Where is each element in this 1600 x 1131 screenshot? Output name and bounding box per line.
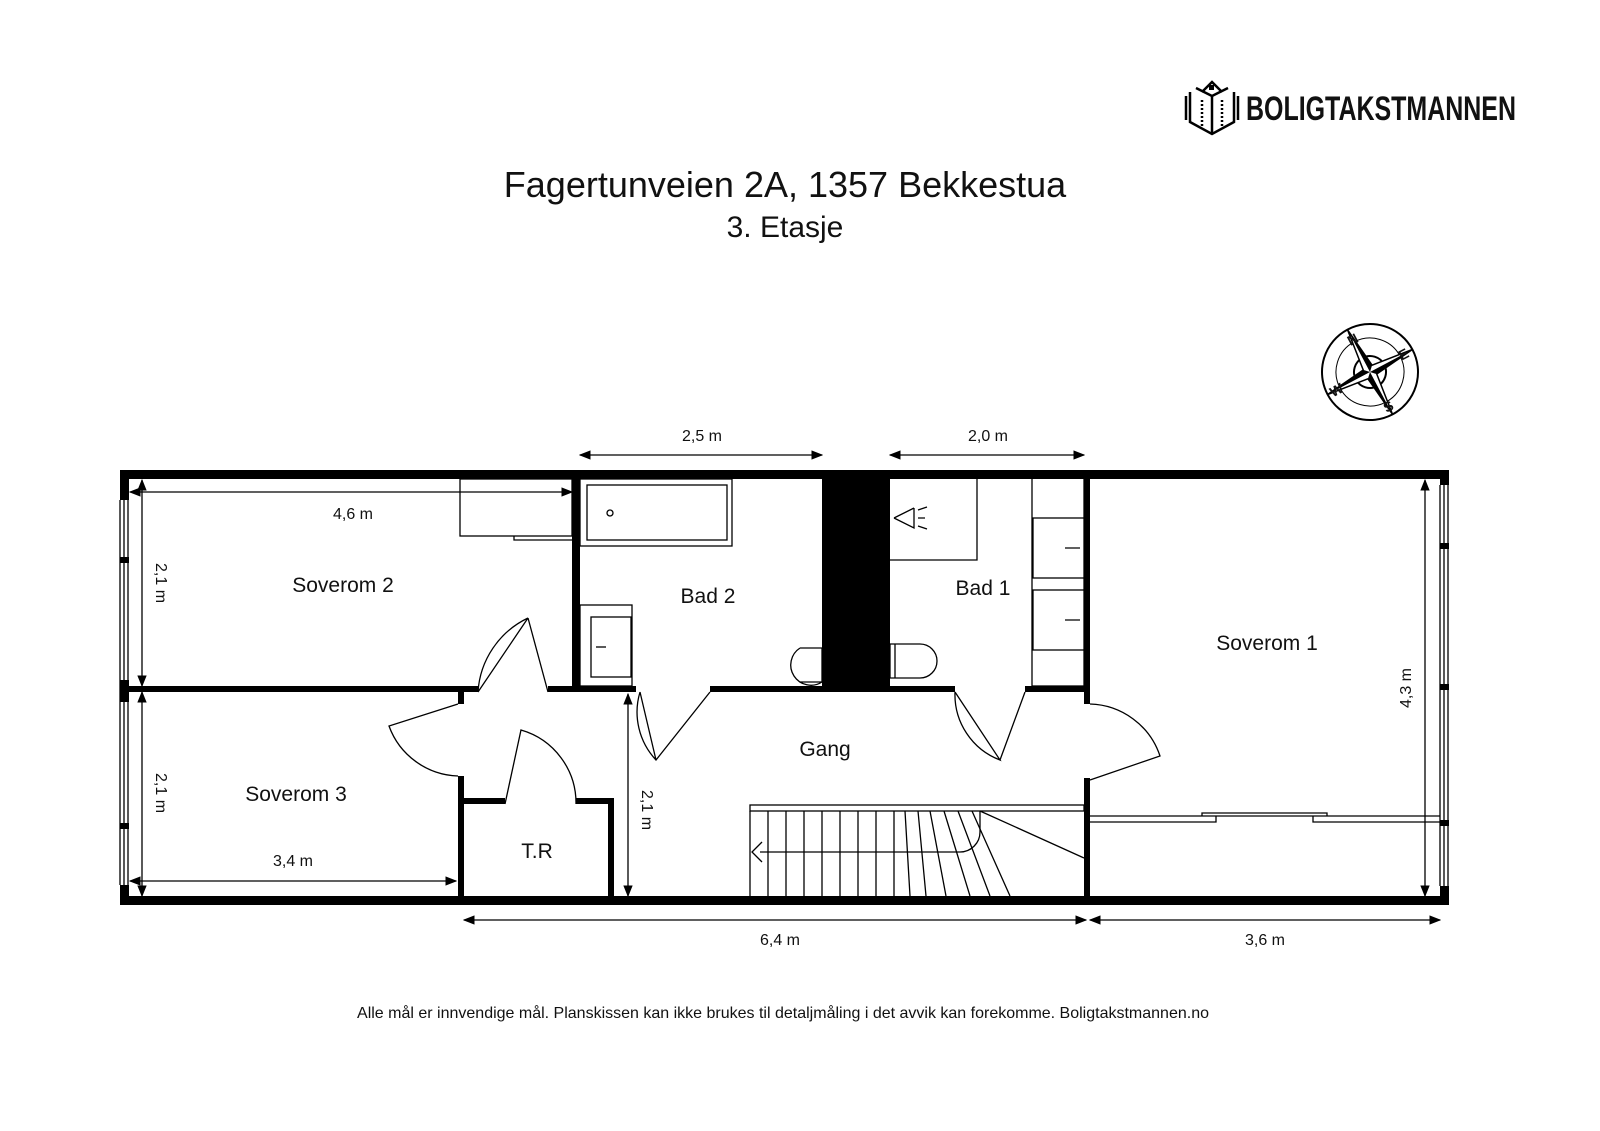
dimension-soverom1-depth: 4,3 m (1398, 668, 1415, 708)
compass-east-label: E (1396, 345, 1412, 364)
room-label-soverom-2: Soverom 2 (292, 574, 394, 597)
dimension-soverom3-width: 3,4 m (273, 853, 313, 870)
dimension-bottom-right: 3,6 m (1245, 932, 1285, 949)
staircase (749, 804, 1085, 897)
dimension-lines (128, 450, 1442, 925)
room-label-bad-1: Bad 1 (956, 577, 1011, 600)
footer-disclaimer: Alle mål er innvendige mål. Planskissen … (357, 1004, 1209, 1022)
interior-walls (129, 478, 1090, 898)
room-label-gang: Gang (799, 738, 850, 761)
room-label-soverom-1: Soverom 1 (1216, 632, 1318, 655)
logo-text: BOLIGTAKSTMANNEN (1246, 90, 1516, 128)
dimension-gang-depth: 2,1 m (638, 790, 655, 830)
doors (388, 617, 1161, 805)
room-label-tr: T.R (521, 840, 553, 863)
dimension-bottom-left: 6,4 m (760, 932, 800, 949)
room-label-bad-2: Bad 2 (681, 585, 736, 608)
dimension-soverom2-width: 4,6 m (333, 506, 373, 523)
dimension-bad1-width: 2,0 m (968, 428, 1008, 445)
page-title: Fagertunveien 2A, 1357 Bekkestua (504, 164, 1067, 205)
fixtures (459, 477, 1086, 687)
building-icon (1184, 80, 1240, 136)
compass-rose-icon: N E S W (1321, 323, 1419, 421)
logo: BOLIGTAKSTMANNEN (1184, 80, 1516, 136)
windows (119, 485, 1449, 886)
dimension-soverom3-depth: 2,1 m (152, 773, 169, 813)
wardrobe (1090, 812, 1440, 823)
dimension-soverom2-depth: 2,1 m (152, 563, 169, 603)
page-subtitle: 3. Etasje (727, 211, 844, 244)
room-label-soverom-3: Soverom 3 (245, 783, 347, 806)
dimension-bad2-width: 2,5 m (682, 428, 722, 445)
